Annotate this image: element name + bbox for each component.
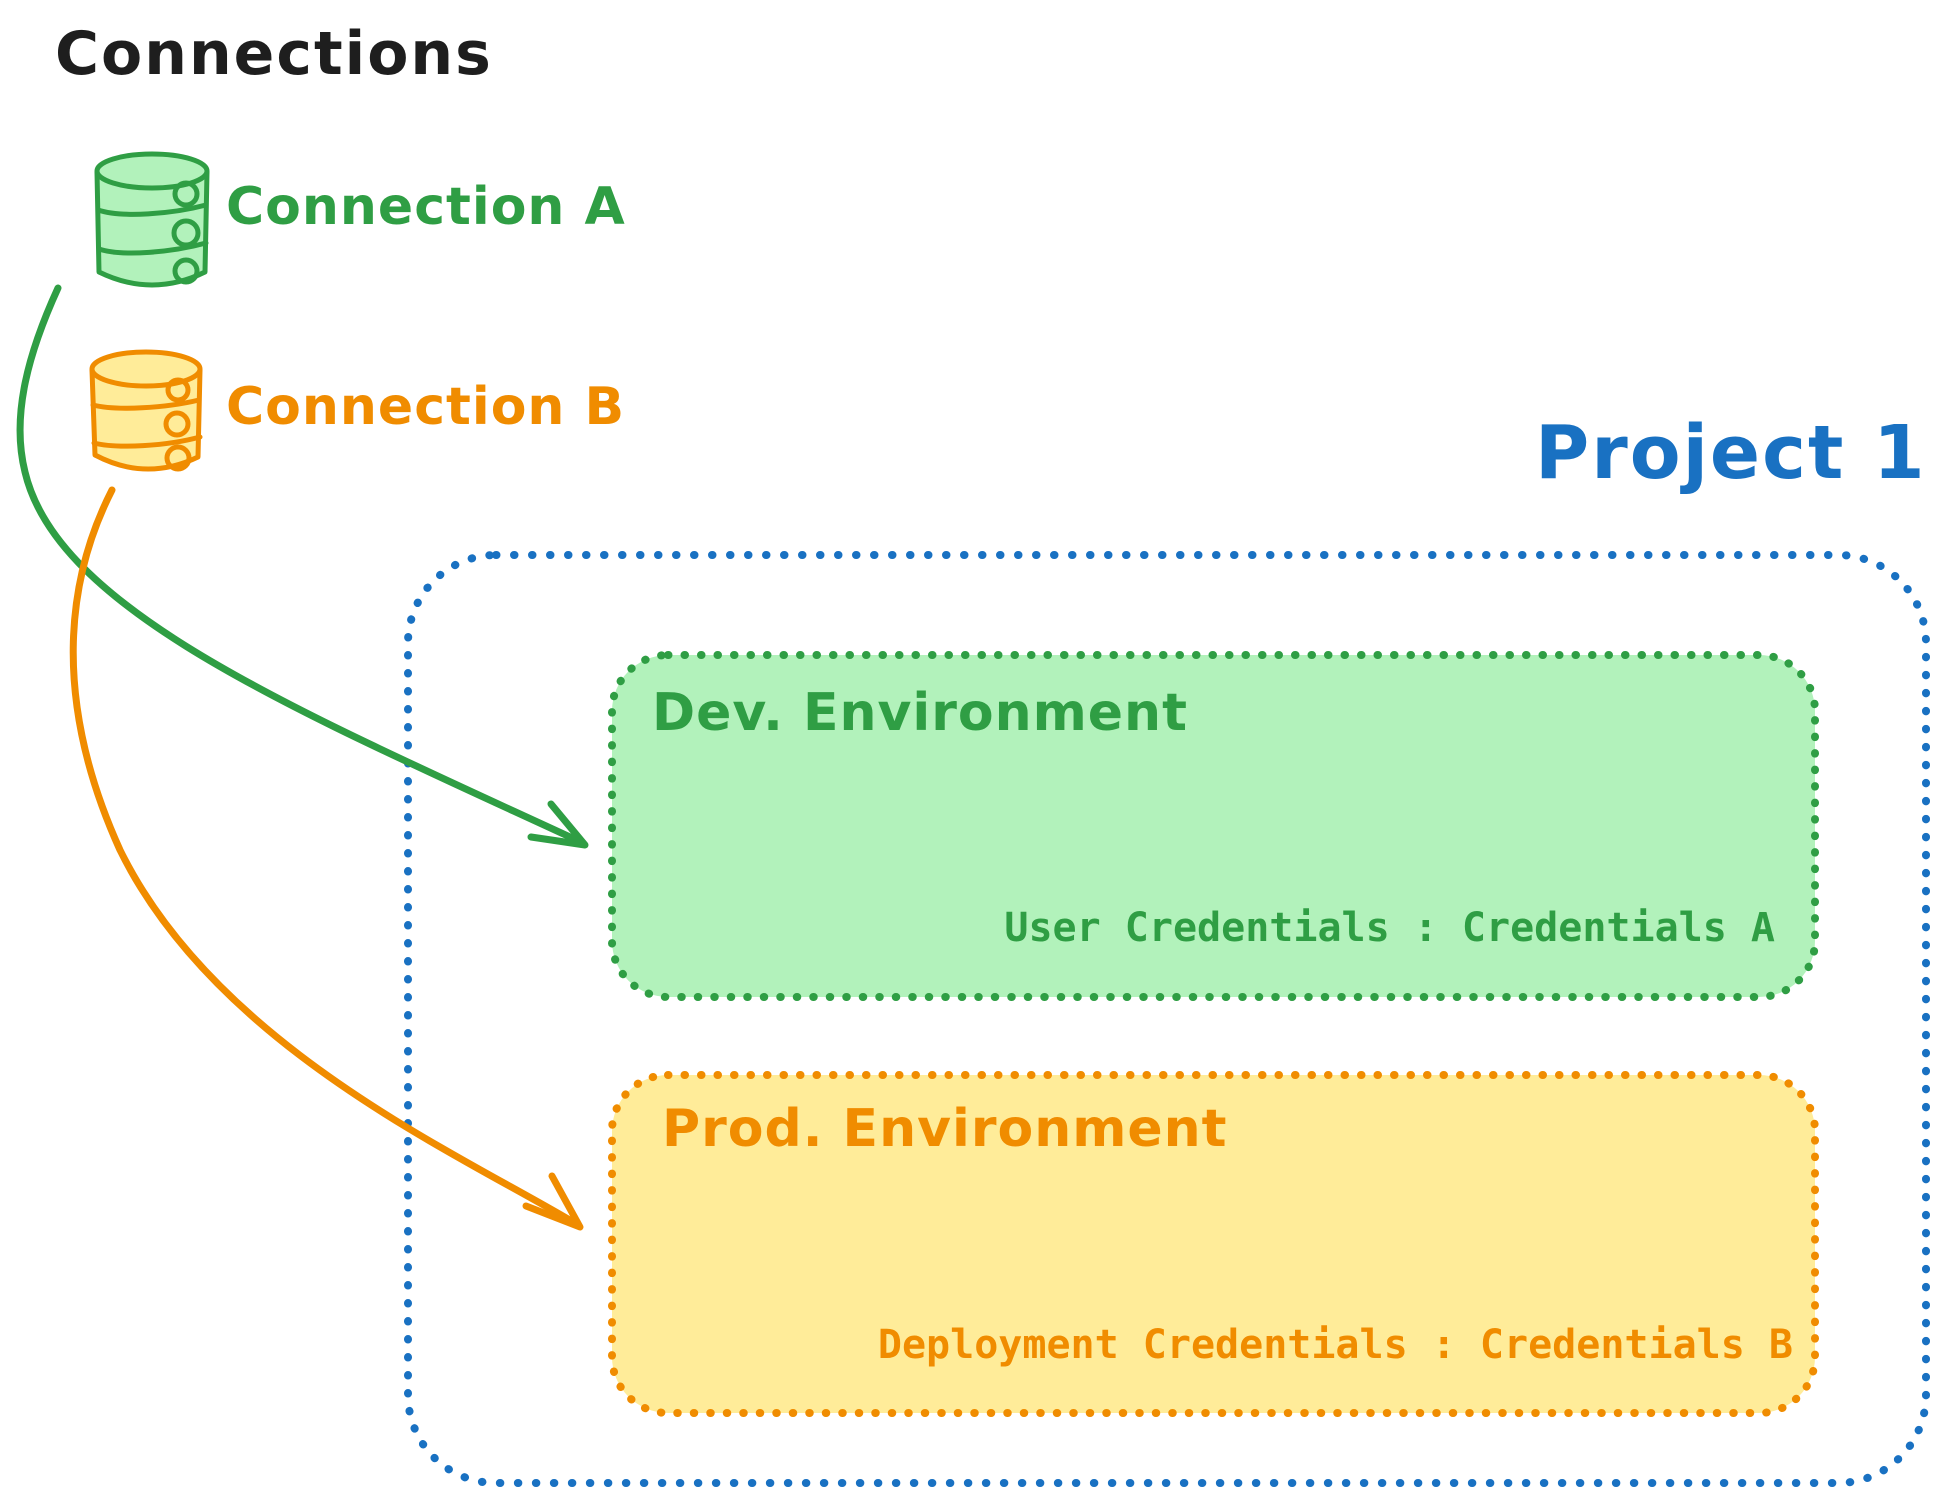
database-icon-connection-a [94, 151, 210, 288]
prod-environment-box [608, 1071, 1819, 1417]
dev-environment-box [608, 651, 1819, 1001]
prod-environment-label: Prod. Environment [662, 1099, 1228, 1159]
arrow-connection-a-to-dev [16, 284, 589, 849]
dev-environment-label: Dev. Environment [652, 683, 1188, 743]
connection-b-label: Connection B [226, 377, 626, 437]
connection-a-label: Connection A [226, 177, 626, 237]
database-icon-connection-b [89, 349, 203, 472]
prod-environment-credentials-text: Deployment Credentials : Credentials B [877, 1322, 1793, 1368]
dev-environment-credentials-text: User Credentials : Credentials A [1004, 905, 1775, 951]
diagram-title: Connections [55, 19, 493, 89]
project-label: Project 1 [1535, 410, 1927, 496]
arrow-connection-b-to-prod [69, 486, 584, 1231]
project-container-box [404, 551, 1930, 1487]
